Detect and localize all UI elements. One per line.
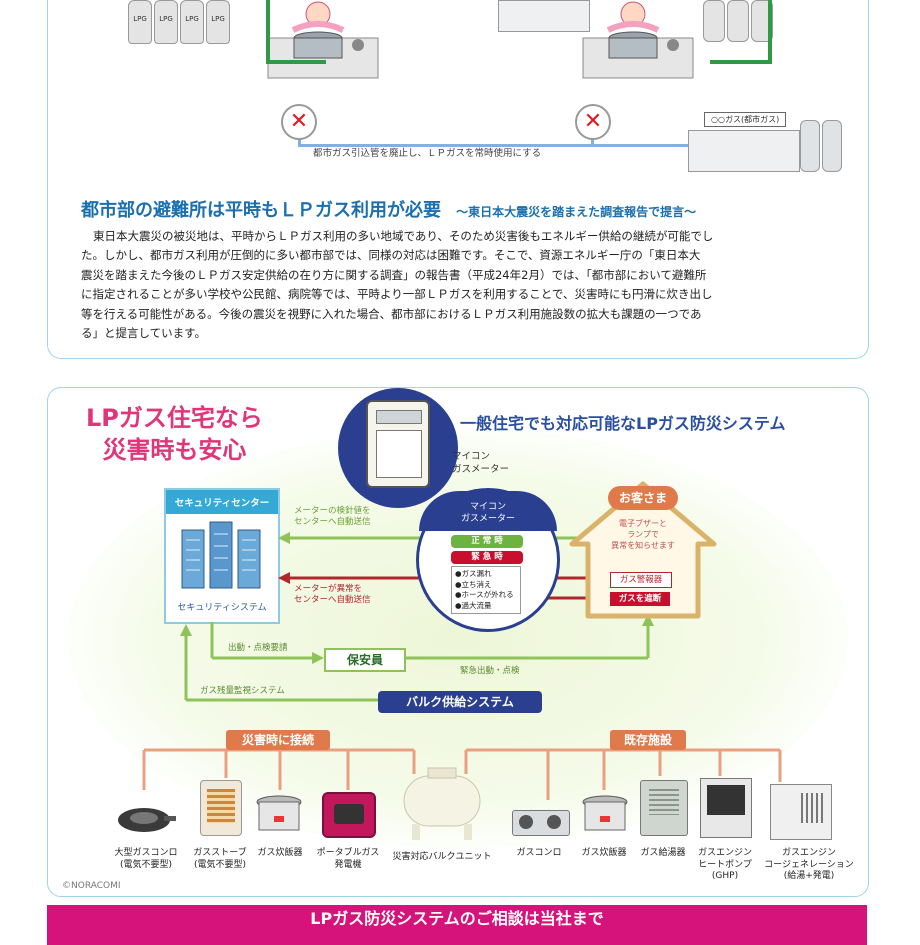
rice-cooker-icon — [580, 794, 630, 834]
meter-callout-label: マイコン ガスメーター — [452, 451, 510, 475]
emergency-items: ●ガス漏れ ●立ち消え ●ホースが外れる ●過大流量 — [451, 566, 521, 614]
cook-with-pot-illustration-left — [263, 0, 383, 80]
gas-shutoff-badge: ガスを遮断 — [610, 592, 670, 606]
emergency-item: ●過大流量 — [455, 600, 492, 610]
server-racks-icon — [180, 520, 264, 590]
green-pipe-left — [266, 0, 270, 62]
gas-tank-icon — [800, 120, 820, 172]
plant-building — [688, 130, 800, 172]
security-center-box: セキュリティセンター セキュリティシステム — [164, 488, 280, 624]
gas-range-icon — [512, 810, 570, 836]
appliance-label: ガス炊飯器 — [257, 848, 303, 858]
slogan-line1: LPガス住宅なら — [86, 404, 263, 432]
customer-title: お客さま — [608, 486, 678, 510]
portable-generator-icon — [322, 792, 376, 838]
appliance-label: 大型ガスコンロ (電気不要型) — [114, 848, 178, 870]
meter-status-panel: マイコン ガスメーター 正 常 時 緊 急 時 ●ガス漏れ ●立ち消え ●ホース… — [416, 488, 560, 632]
security-center-title: セキュリティセンター — [166, 490, 278, 514]
body-line: 東日本大震災の被災地は、平時からＬＰガス利用の多い地域であり、そのため災害後もエ… — [93, 229, 714, 243]
appliance-label: ガスエンジン ヒートポンプ (GHP) — [697, 848, 752, 882]
gas-heater-icon — [200, 780, 242, 836]
auto-send-label: メーターの検針値を センターへ自動送信 — [294, 506, 371, 527]
lpg-cylinder-icon — [703, 0, 725, 42]
remaining-monitor-label: ガス残量監視システム — [200, 686, 285, 696]
lpg-cylinder-icon — [751, 0, 773, 42]
abnormal-send-label: メーターが異常を センターへ自動送信 — [294, 584, 371, 605]
slogan-line2: 災害時も安心 — [102, 436, 247, 464]
safety-staff-box: 保安員 — [324, 648, 406, 672]
top-info-panel: LPG LPG LPG LPG — [47, 0, 869, 359]
appliance-label: ガスストーブ (電気不要型) — [193, 848, 247, 870]
lpg-cylinder-icon: LPG — [180, 0, 204, 44]
emergency-item: ●ホースが外れる — [455, 590, 514, 599]
building-illustration-right — [498, 0, 590, 32]
city-gas-sign: ○○ガス(都市ガス) — [704, 112, 787, 127]
connector-lines — [142, 748, 782, 800]
lpg-cylinder-icon: LPG — [206, 0, 230, 44]
emergency-item: ●ガス漏れ — [455, 569, 492, 578]
blocked-x-icon: ✕ — [575, 104, 611, 140]
emergency-status-badge: 緊 急 時 — [451, 551, 523, 564]
body-line: 等を行える可能性がある。今後の震災を視野に入れた場合、都市部におけるＬＰガス利用… — [81, 306, 702, 321]
meter-panel-title: マイコン ガスメーター — [419, 491, 557, 531]
lpg-cylinder-icon — [727, 0, 749, 42]
heading-main: 都市部の避難所は平時もＬＰガス利用が必要 — [81, 200, 441, 221]
banner-text: LPガス防災システムのご相談は当社まで — [310, 909, 604, 928]
copyright: ©NORACOMI — [62, 881, 121, 891]
cook-with-pot-illustration-right — [578, 0, 698, 80]
body-line: に指定されることが多い学校や公民館、病院等では、平時より一部ＬＰガスを利用するこ… — [81, 287, 713, 302]
gas-tank-icon — [822, 120, 842, 172]
normal-status-badge: 正 常 時 — [451, 535, 523, 548]
dispatch-request-label: 出動・点検要請 — [228, 643, 288, 653]
large-gas-stove-icon — [114, 798, 178, 834]
disaster-connect-badge: 災害時に接続 — [226, 730, 330, 750]
slogan: LPガス住宅なら 災害時も安心 — [86, 402, 263, 466]
appliance-label: ガス給湯器 — [640, 848, 686, 858]
green-pipe-right-bottom — [710, 60, 772, 64]
appliance-label: ポータブルガス 発電機 — [316, 848, 380, 870]
section-heading: 都市部の避難所は平時もＬＰガス利用が必要 〜東日本大震災を踏まえた調査報告で提言… — [81, 196, 696, 222]
appliance-label: ガスエンジン コージェネレーション (給湯+発電) — [764, 848, 854, 882]
cogeneration-unit-icon — [770, 784, 832, 840]
emergency-item: ●立ち消え — [455, 579, 492, 589]
appliance-label: ガスコンロ — [516, 848, 562, 858]
disaster-system-panel: LPガス住宅なら 災害時も安心 一般住宅でも対応可能なLPガス防災システム マイ… — [47, 387, 869, 897]
green-pipe-left-bottom — [266, 60, 326, 64]
water-heater-icon — [640, 780, 688, 836]
customer-note: 電子ブザーと ランプで 異常を知らせます — [611, 519, 675, 550]
blocked-x-icon: ✕ — [281, 104, 317, 140]
emergency-dispatch-label: 緊急出動・点検 — [460, 666, 520, 676]
green-pipe-right — [768, 0, 772, 62]
body-paragraph: 東日本大震災の被災地は、平時からＬＰガス利用の多い地域であり、そのため災害後もエ… — [81, 227, 861, 343]
body-line: た。しかし、都市ガス利用が圧倒的に多い都市部では、同様の対応は困難です。そこで、… — [81, 248, 701, 263]
bulk-unit-label: 災害対応バルクユニット — [392, 852, 492, 862]
pipe-caption: 都市ガス引込管を廃止し、ＬＰガスを常時使用にする — [313, 148, 542, 159]
existing-facilities-badge: 既存施設 — [610, 730, 686, 750]
lpg-cylinder-icon: LPG — [128, 0, 152, 44]
meter-callout — [338, 388, 458, 508]
city-gas-plant-illustration: ○○ガス(都市ガス) — [688, 112, 848, 172]
bulk-system-badge: バルク供給システム — [378, 691, 542, 713]
appliance-label: ガス炊飯器 — [581, 848, 627, 858]
lpg-cylinder-icon: LPG — [154, 0, 178, 44]
heading-sub: 〜東日本大震災を踏まえた調査報告で提言〜 — [456, 205, 697, 219]
security-system-label: セキュリティシステム — [177, 603, 267, 613]
blue-pipe-horizontal — [298, 144, 688, 147]
bulk-unit-icon — [398, 766, 486, 842]
body-line: 震災を踏まえた今後のＬＰガス安定供給の在り方に関する調査」の報告書（平成24年2… — [81, 267, 707, 282]
ghp-unit-icon — [700, 778, 752, 838]
flow-arrows — [180, 532, 654, 702]
body-line: る」と提言しています。 — [81, 326, 207, 341]
consultation-banner[interactable]: LPガス防災システムのご相談は当社まで — [47, 905, 867, 945]
rice-cooker-icon — [254, 794, 304, 834]
gas-alarm-badge: ガス警報器 — [610, 572, 672, 588]
gas-meter-icon — [366, 400, 430, 488]
customer-house: お客さま 電子ブザーと ランプで 異常を知らせます ガス警報器 ガスを遮断 — [568, 480, 718, 620]
system-title: 一般住宅でも対応可能なLPガス防災システム — [460, 414, 786, 433]
